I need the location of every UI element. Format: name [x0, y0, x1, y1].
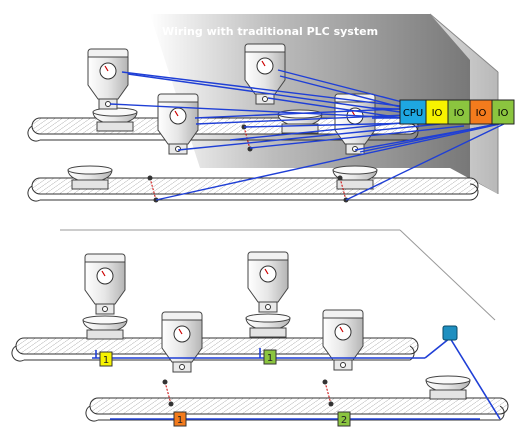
io-node-label: 1 [103, 355, 109, 366]
plc-module-label: IO [476, 108, 487, 119]
io-node-label: 2 [341, 415, 347, 426]
back-wall [150, 14, 498, 194]
io-node: 1 [173, 411, 187, 427]
hopper-machine [157, 93, 199, 155]
gateway-node [442, 325, 458, 341]
bowl [92, 107, 138, 132]
io-node: 2 [337, 411, 351, 427]
node-labels: 1 1 1 2 [99, 349, 351, 427]
hopper-machine [161, 311, 203, 373]
plc-module-cpu: CPU [399, 99, 427, 125]
io-node: 1 [263, 349, 277, 365]
plc-module-label: IO [432, 108, 443, 119]
bowl [82, 315, 128, 340]
diagram-caption: Wiring with traditional PLC system [162, 25, 378, 38]
side-wall [430, 14, 498, 194]
plc-rack: CPU IO IO IO IO [399, 99, 515, 125]
io-node: 1 [99, 351, 113, 367]
bowl [245, 313, 291, 338]
plc-module-label: IO [498, 108, 509, 119]
plc-module-io: IO [491, 99, 515, 125]
hopper-machine [322, 309, 364, 371]
bowl [67, 165, 113, 190]
conveyor-lower-bottom [85, 397, 509, 422]
hopper-machine [84, 253, 126, 315]
conveyor-upper-bottom [11, 337, 419, 362]
plc-module-io: IO [469, 99, 493, 125]
io-node-label: 1 [267, 353, 273, 364]
hopper-machine [247, 251, 289, 313]
plc-module-io: IO [447, 99, 471, 125]
io-node-label: 1 [177, 415, 183, 426]
plc-module-label: CPU [403, 108, 423, 119]
bowl [425, 375, 471, 400]
plc-module-io: IO [425, 99, 449, 125]
bottom-room [60, 229, 496, 321]
network-bus [92, 337, 501, 420]
plc-module-label: IO [454, 108, 465, 119]
hopper-machine [87, 48, 129, 110]
